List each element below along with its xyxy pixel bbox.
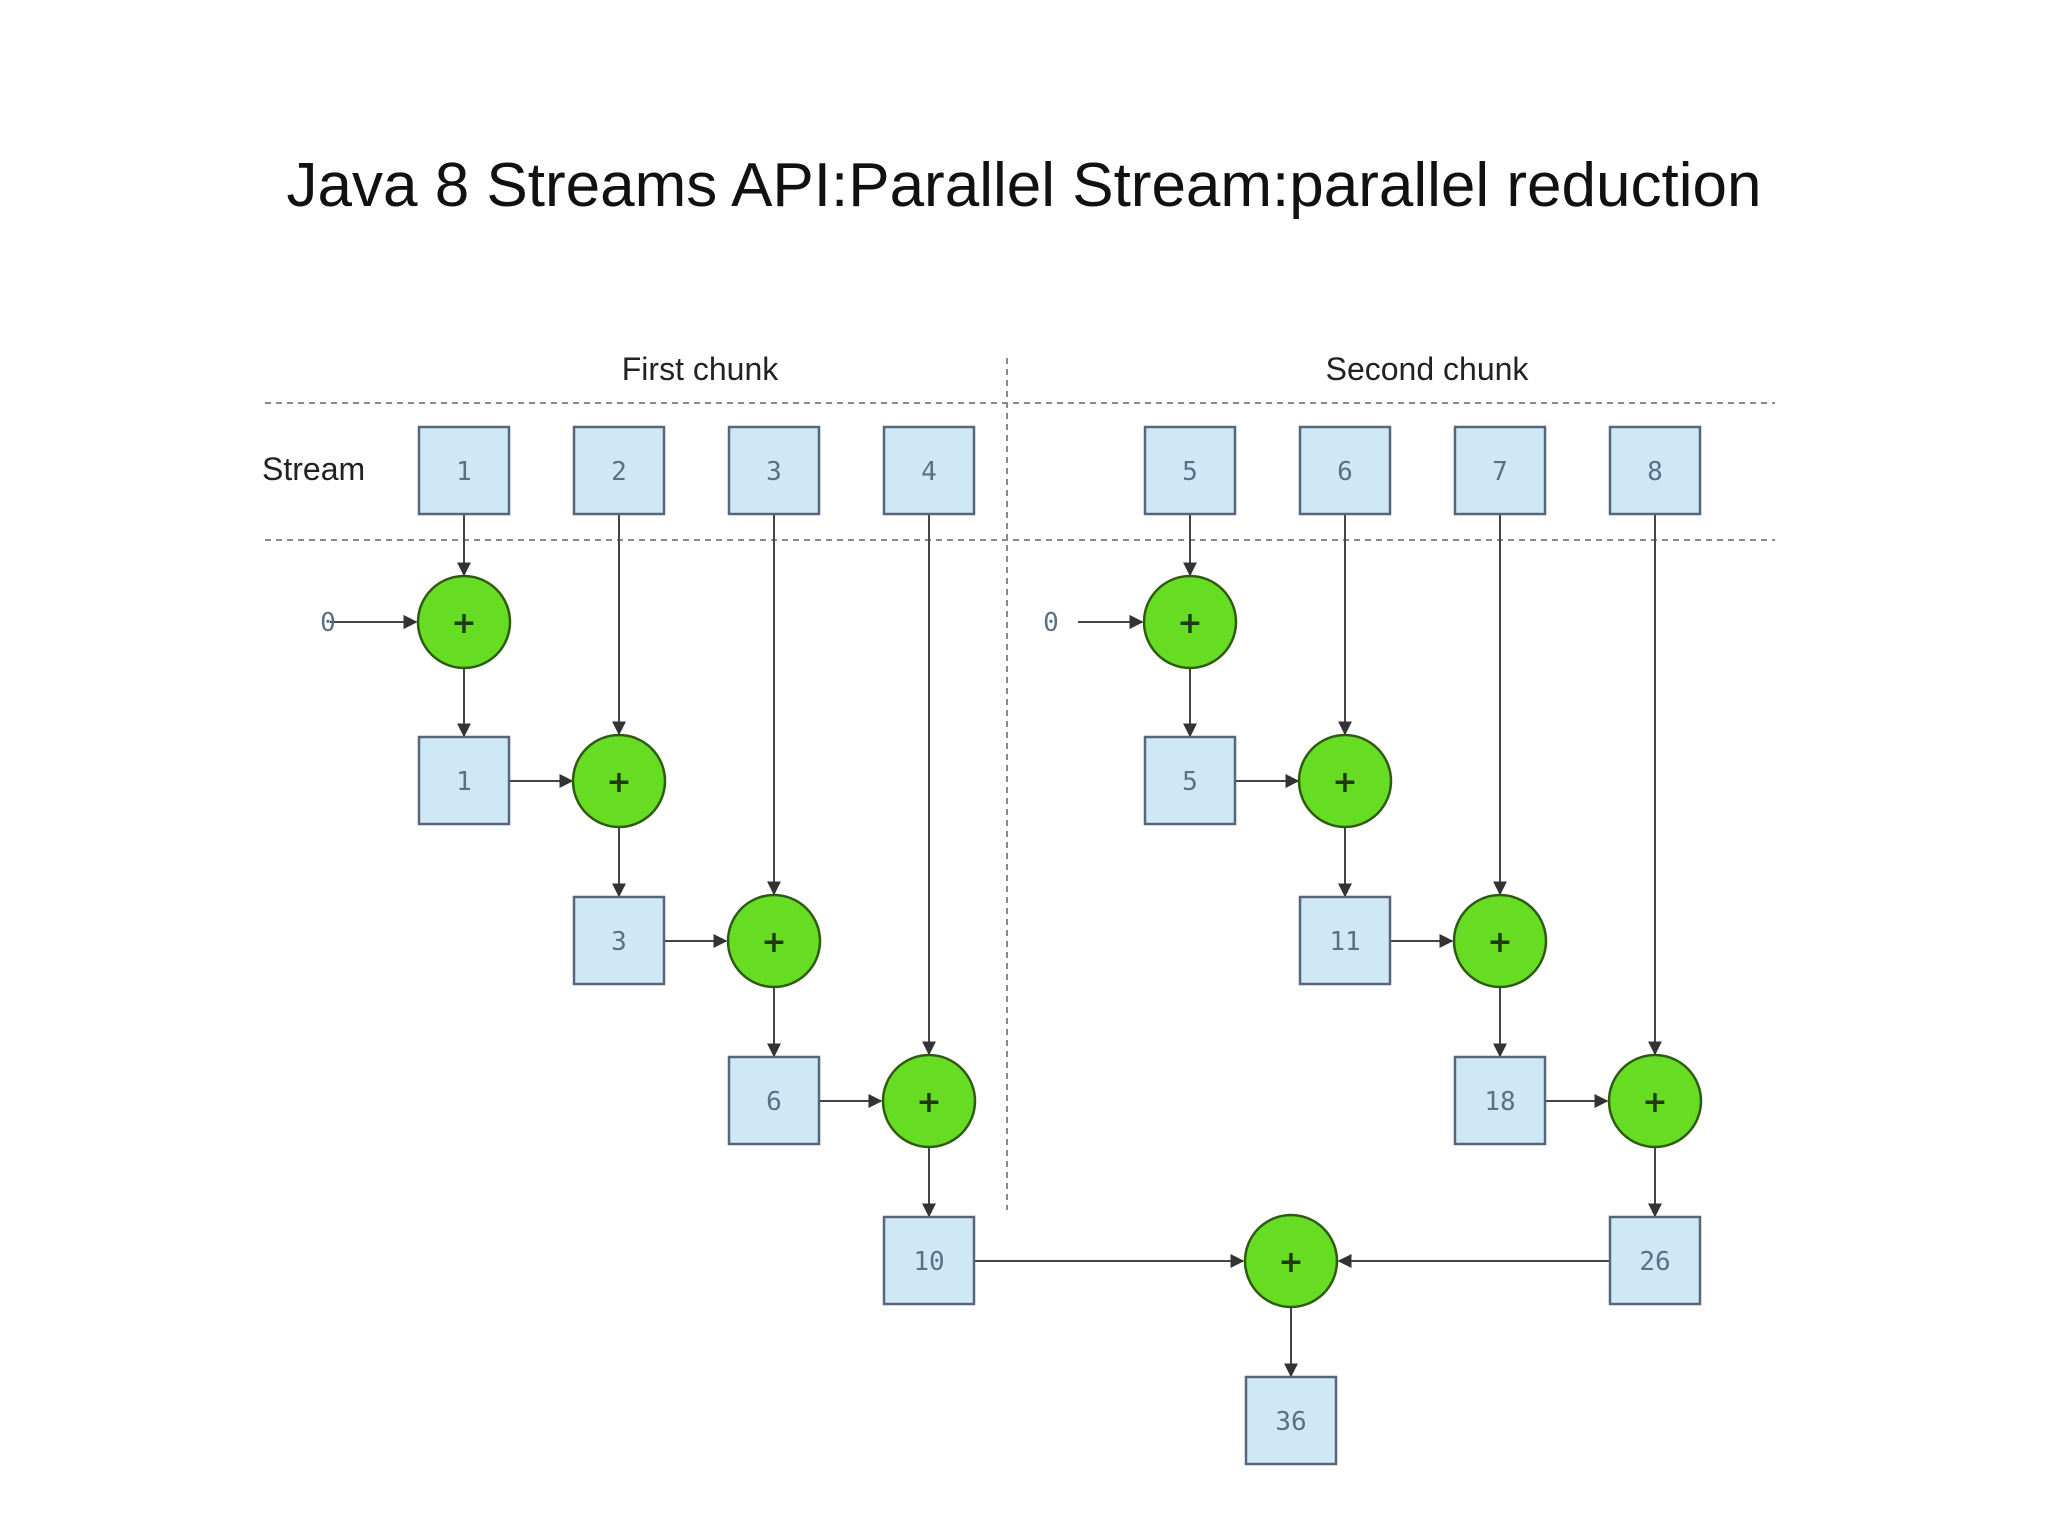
partial-box (1143, 735, 1237, 826)
plus-icon: + (606, 765, 631, 800)
stream-value-7: 7 (1492, 457, 1508, 487)
stream-label: Stream (262, 451, 365, 487)
initial-value-first-chunk: 0 (320, 608, 336, 638)
page-title: Java 8 Streams API:Parallel Stream:paral… (286, 151, 1762, 220)
partial-value: 18 (1484, 1087, 1515, 1117)
combine-plus-operator (1243, 1213, 1339, 1309)
partial-value: 3 (611, 927, 627, 957)
stream-value-8: 8 (1647, 457, 1663, 487)
stream-box-2 (572, 425, 666, 516)
plus-operator (416, 574, 512, 670)
partial-value: 5 (1182, 767, 1198, 797)
stream-box-7 (1453, 425, 1547, 516)
stream-box-5 (1143, 425, 1237, 516)
partial-value: 11 (1329, 927, 1360, 957)
partial-value: 6 (766, 1087, 782, 1117)
partial-box (1453, 1055, 1547, 1146)
stream-value-2: 2 (611, 457, 627, 487)
partial-box (727, 1055, 821, 1146)
plus-icon: + (1278, 1245, 1303, 1280)
stream-value-3: 3 (766, 457, 782, 487)
stream-value-4: 4 (921, 457, 937, 487)
plus-icon: + (1642, 1085, 1667, 1120)
second-chunk-label: Second chunk (1326, 351, 1530, 387)
stream-box-6 (1298, 425, 1392, 516)
final-result-value: 36 (1275, 1407, 1306, 1437)
partial-box (1298, 895, 1392, 986)
partial-value: 10 (913, 1247, 944, 1277)
final-result-box (1244, 1375, 1338, 1466)
connection-arrows (330, 514, 1662, 1378)
stream-value-5: 5 (1182, 457, 1198, 487)
plus-icon: + (916, 1085, 941, 1120)
partial-box (417, 735, 511, 826)
plus-icon: + (761, 925, 786, 960)
plus-operator (726, 893, 822, 989)
second-chunk-partials: 5 11 18 26 (1143, 735, 1702, 1306)
initial-value-second-chunk: 0 (1043, 608, 1059, 638)
stream-box-3 (727, 425, 821, 516)
plus-operator (571, 733, 667, 829)
partial-box (572, 895, 666, 986)
addition-operators: + + + + + + + + + (416, 574, 1703, 1309)
partial-value: 1 (456, 767, 472, 797)
partial-box (882, 1215, 976, 1306)
stream-box-1 (417, 425, 511, 516)
plus-operator (1297, 733, 1393, 829)
partial-value: 26 (1639, 1247, 1670, 1277)
plus-icon: + (1487, 925, 1512, 960)
plus-operator (1607, 1053, 1703, 1149)
plus-operator (1142, 574, 1238, 670)
stream-value-1: 1 (456, 457, 472, 487)
plus-operator (1452, 893, 1548, 989)
partial-box (1608, 1215, 1702, 1306)
plus-icon: + (1177, 606, 1202, 641)
first-chunk-partials: 1 3 6 10 (417, 735, 976, 1306)
stream-box-4 (882, 425, 976, 516)
plus-operator (881, 1053, 977, 1149)
first-chunk-label: First chunk (622, 351, 779, 387)
plus-icon: + (451, 606, 476, 641)
stream-value-6: 6 (1337, 457, 1353, 487)
stream-row: 1 2 3 4 5 6 7 8 (417, 425, 1702, 516)
stream-box-8 (1608, 425, 1702, 516)
plus-icon: + (1332, 765, 1357, 800)
